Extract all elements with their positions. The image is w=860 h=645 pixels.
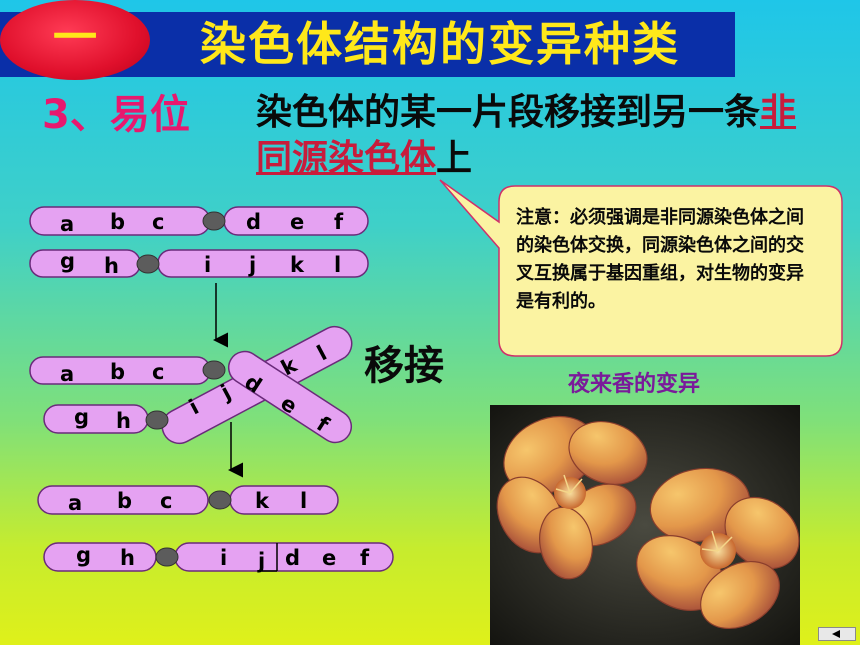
triangle-left-icon (832, 630, 840, 638)
gene-label: g (60, 249, 75, 273)
definition-before: 染色体的某一片段移接到另一条 (256, 92, 761, 133)
gene-label: b (110, 210, 125, 234)
chromosome-arm (37, 485, 209, 515)
gene-label: b (110, 360, 125, 384)
gene-label: k (290, 253, 305, 277)
gene-label: e (322, 546, 336, 570)
definition-after: 上 (436, 138, 473, 179)
prev-slide-button[interactable] (818, 627, 856, 641)
gene-label: b (117, 489, 132, 513)
gene-label: a (68, 491, 82, 515)
gene-label: h (116, 409, 131, 433)
centromere (202, 360, 226, 380)
gene-label: j (257, 549, 265, 573)
section-number: 一 (53, 12, 97, 63)
chromosome-arm (29, 249, 141, 278)
centromere (145, 410, 169, 430)
gene-label: c (152, 360, 164, 384)
gene-label: f (334, 210, 344, 234)
gene-label: j (248, 253, 256, 277)
chromosome-arm (43, 404, 149, 434)
gene-label: c (152, 210, 164, 234)
centromere (208, 490, 232, 510)
gene-label: k (255, 489, 270, 513)
section-number-badge (0, 0, 150, 80)
centromere (136, 254, 160, 274)
gene-label: a (60, 212, 74, 236)
gene-label: d (285, 546, 300, 570)
gene-label: c (160, 489, 172, 513)
callout-text: 注意：必须强调是非同源染色体之间的染色体交换，同源染色体之间的交叉互换属于基因重… (516, 207, 804, 312)
gene-label: g (76, 543, 91, 567)
chromosome-arm (43, 542, 157, 572)
chromosome-arm (229, 485, 339, 515)
gene-label: d (246, 210, 261, 234)
gene-label: l (334, 253, 341, 277)
item-label: 3、易位 (42, 92, 190, 138)
gene-label: h (104, 254, 119, 278)
chromosome-arm (227, 350, 353, 444)
gene-label: h (120, 546, 135, 570)
definition-text: 染色体的某一片段移接到另一条非同源染色体上 (256, 90, 816, 182)
gene-label: i (220, 546, 227, 570)
centromere (202, 211, 226, 231)
centromere (155, 547, 179, 567)
flower-photo (490, 405, 800, 645)
gene-label: i (204, 253, 211, 277)
slide-title: 染色体结构的变异种类 (200, 17, 680, 71)
gene-label: e (290, 210, 304, 234)
photo-caption: 夜来香的变异 (568, 372, 701, 397)
gene-label: g (74, 405, 89, 429)
action-label: 移接 (364, 343, 444, 389)
gene-label: a (60, 362, 74, 386)
definition-highlight: 非同源染色体 (256, 92, 797, 179)
gene-label: f (360, 546, 370, 570)
gene-label: l (300, 489, 307, 513)
